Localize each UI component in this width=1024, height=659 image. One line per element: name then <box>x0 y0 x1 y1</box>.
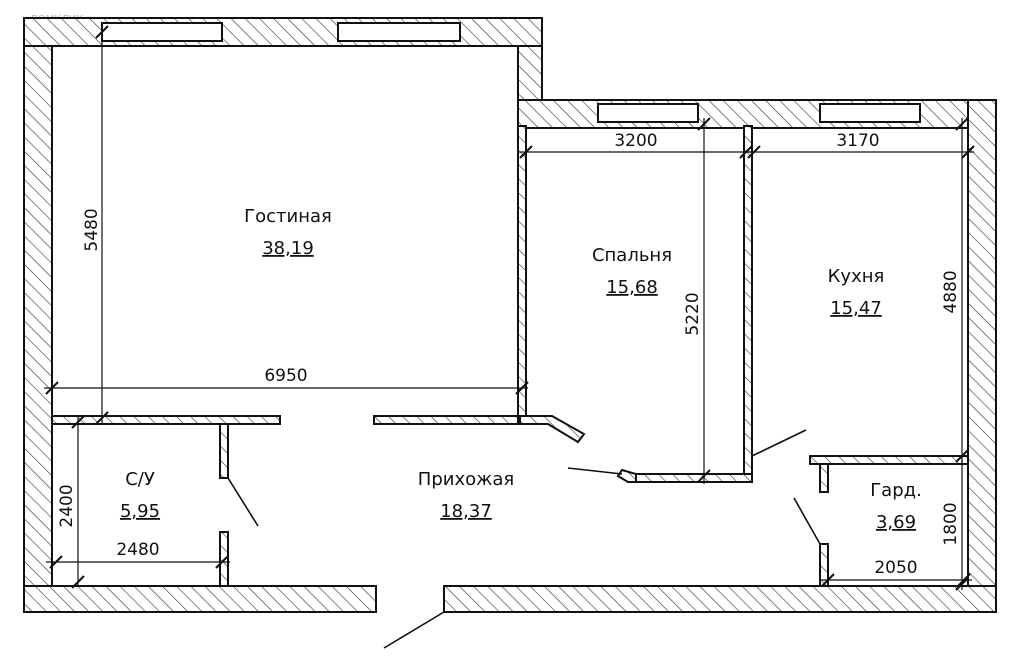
wall-wardrobe-stub <box>819 463 829 493</box>
wall-top-right <box>517 99 997 129</box>
window-kitchen <box>819 103 921 123</box>
window-living-2 <box>337 22 461 42</box>
room-area-living: 38,19 <box>262 238 314 259</box>
room-name-bathroom: С/У <box>125 469 155 490</box>
window-living-1 <box>101 22 223 42</box>
dim-living-height: 5480 <box>82 208 102 251</box>
wall-bedroom-jamb <box>616 468 637 483</box>
wall-bedroom-corner <box>519 415 586 444</box>
wall-bedroom-kitchen <box>743 125 753 483</box>
dim-bedroom-width: 3200 <box>614 131 657 151</box>
room-name-hallway: Прихожая <box>418 469 514 490</box>
dim-living-width: 6950 <box>264 366 307 386</box>
dim-bedroom-height: 5220 <box>683 292 703 335</box>
room-name-kitchen: Кухня <box>828 266 885 287</box>
dim-bath-width: 2480 <box>116 540 159 560</box>
dim-kitchen-width: 3170 <box>836 131 879 151</box>
window-bedroom <box>597 103 699 123</box>
wall-wardrobe-lower <box>819 543 829 587</box>
wall-left <box>23 17 53 613</box>
dim-wardrobe-width: 2050 <box>874 558 917 578</box>
door-kitchen <box>751 429 807 457</box>
door-bathroom <box>227 477 259 527</box>
wall-bottom-right <box>443 585 997 613</box>
wall-bath-upper <box>219 423 229 479</box>
wall-wardrobe-top <box>809 455 969 465</box>
door-wardrobe <box>793 497 821 545</box>
dim-kitchen-height: 4880 <box>941 270 961 313</box>
room-area-bathroom: 5,95 <box>120 501 160 522</box>
room-area-hallway: 18,37 <box>440 501 492 522</box>
wall-right <box>967 99 997 613</box>
partition-living-bath <box>51 415 281 425</box>
room-area-wardrobe: 3,69 <box>876 512 916 533</box>
wall-bottom-left <box>23 585 377 613</box>
door-entrance <box>383 611 445 649</box>
dim-bath-height: 2400 <box>57 484 77 527</box>
door-bedroom <box>567 467 623 475</box>
room-area-kitchen: 15,47 <box>830 298 882 319</box>
room-name-living: Гостиная <box>244 206 332 227</box>
room-name-bedroom: Спальня <box>592 245 672 266</box>
dim-wardrobe-height: 1800 <box>941 502 961 545</box>
room-name-wardrobe: Гард. <box>870 480 922 501</box>
wall-bedroom-bottom <box>635 473 753 483</box>
wall-bedroom-left <box>517 125 527 425</box>
room-area-bedroom: 15,68 <box>606 277 658 298</box>
partition-living-hall <box>373 415 521 425</box>
